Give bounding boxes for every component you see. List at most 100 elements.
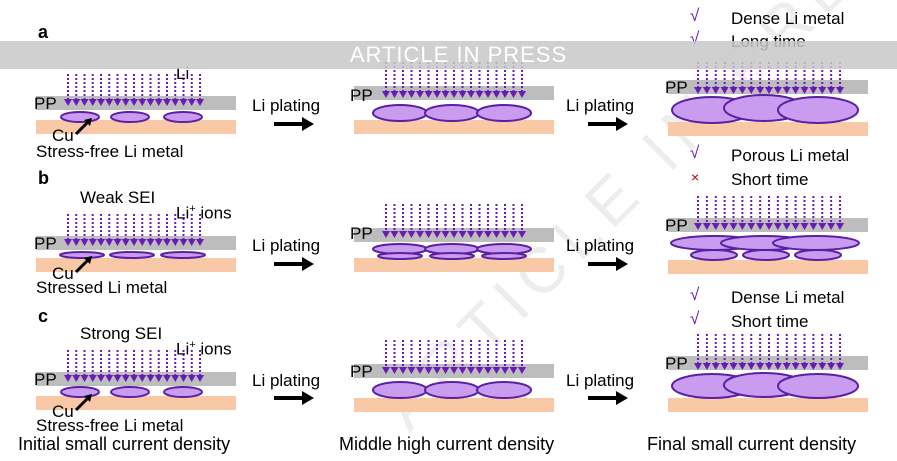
condition-label-b: Stressed Li metal	[36, 278, 168, 297]
outcome-a1-symbol: √	[690, 6, 700, 25]
ion-arrow-b3-head	[702, 223, 711, 230]
ion-arrow-a2-head	[492, 91, 501, 98]
li-under-b2-1	[377, 252, 423, 260]
ion-arrow-a1-head	[64, 99, 72, 106]
ion-arrow-b3-head	[756, 223, 765, 230]
banner-text: ARTICLE IN PRESS	[349, 42, 568, 67]
li-deposit-a2-2	[424, 104, 480, 122]
ion-arrow-c3-head	[800, 363, 809, 370]
ion-arrow-c1-head	[121, 375, 130, 382]
ion-arrow-b3-head	[765, 223, 773, 230]
ion-arrow-b1-head	[163, 239, 171, 246]
ion-arrow-a3-head	[711, 87, 720, 94]
ion-arrow-a1-head	[138, 99, 147, 106]
ion-arrow-a3-head	[818, 87, 827, 94]
li-deposit-a3-3	[777, 96, 859, 124]
li-deposit-a2-1	[372, 104, 428, 122]
plating-arrow-a1-head	[302, 117, 314, 131]
ion-arrow-a3-head	[827, 87, 836, 94]
li-deposit-b1-2	[109, 251, 155, 259]
sei-label-c: Strong SEI	[80, 324, 163, 343]
ion-arrow-b2-head	[501, 231, 509, 238]
ion-arrow-c1-head	[113, 375, 122, 382]
li-plating-label-b1: Li plating	[252, 236, 321, 255]
ion-arrow-c2-head	[475, 367, 484, 374]
ion-arrow-a1-head	[187, 99, 196, 106]
ion-arrow-b1-head	[154, 239, 163, 246]
ion-arrow-c2-head	[416, 367, 424, 374]
cu-label-a: Cu	[52, 126, 74, 145]
cell-b1-separator	[36, 236, 236, 250]
ion-arrow-c3-head	[818, 363, 827, 370]
plating-arrow-b1-head	[302, 257, 314, 271]
ion-arrow-a3-head	[747, 87, 756, 94]
cu-pointer-a-head	[84, 118, 92, 126]
ion-arrow-a3-head	[720, 87, 729, 94]
ion-arrow-b1-head	[64, 239, 72, 246]
ion-arrow-a1-head	[80, 99, 89, 106]
ion-arrow-c2-head	[399, 367, 407, 374]
ion-arrow-b2-head	[509, 231, 518, 238]
ion-arrow-a2-head	[509, 91, 518, 98]
li-deposit-c2-2	[424, 381, 480, 399]
ion-arrow-a1-head	[105, 99, 114, 106]
li-deposit-c1-1	[60, 386, 100, 398]
ion-arrow-b3-head	[809, 223, 818, 230]
cu-label-c: Cu	[52, 402, 74, 421]
ion-arrow-a2-head	[441, 91, 450, 98]
outcome-c1-symbol: √	[690, 285, 700, 304]
ion-arrow-a3-head	[800, 87, 809, 94]
ion-arrow-c2-head	[492, 367, 501, 374]
li-plating-label-b2: Li plating	[566, 236, 635, 255]
outcome-c2-text: Short time	[731, 312, 809, 331]
ion-arrow-a2-head	[382, 91, 390, 98]
ion-arrow-a3-head	[694, 87, 702, 94]
ion-arrow-b1-head	[72, 239, 81, 246]
ion-arrow-b3-head	[747, 223, 756, 230]
ion-arrow-a2-head	[467, 91, 475, 98]
cell-a1-separator	[36, 96, 236, 110]
ion-arrow-b2-head	[390, 231, 399, 238]
cell-b3-copper	[668, 260, 868, 274]
ion-arrow-a3-head	[782, 87, 791, 94]
ion-arrow-a1-head	[146, 99, 155, 106]
ion-arrow-b2-head	[424, 231, 433, 238]
ion-arrow-a3-head	[738, 87, 747, 94]
li-under-b3-3	[794, 249, 842, 261]
ion-arrow-b1-head	[97, 239, 105, 246]
ion-arrow-c3-head	[747, 363, 756, 370]
ion-arrow-c3-head	[827, 363, 836, 370]
ion-arrow-a2-head	[407, 91, 416, 98]
ion-arrow-a2-head	[458, 91, 467, 98]
ion-arrow-c1-head	[179, 375, 188, 382]
ion-arrow-a1-head	[171, 99, 180, 106]
ion-arrow-a2-head	[424, 91, 433, 98]
ion-arrow-b3-head	[694, 223, 702, 230]
ion-arrow-b2-head	[433, 231, 441, 238]
li-plating-label-a1: Li plating	[252, 96, 321, 115]
condition-label-c: Stress-free Li metal	[36, 416, 184, 435]
ion-arrow-b1-head	[88, 239, 97, 246]
ion-arrow-b3-head	[818, 223, 827, 230]
li-deposit-a1-3	[163, 111, 203, 123]
li-deposit-b1-3	[160, 251, 206, 259]
li-deposit-c1-3	[163, 386, 203, 398]
ion-arrow-b3-head	[738, 223, 747, 230]
ion-arrow-b3-head	[720, 223, 729, 230]
cell-c2-copper	[354, 398, 554, 412]
cell-a3-copper	[668, 122, 868, 136]
ion-arrow-b3-head	[773, 223, 782, 230]
ion-arrow-a3-head	[791, 87, 800, 94]
panel-label-c: c	[38, 306, 49, 326]
ion-arrow-c3-head	[791, 363, 800, 370]
ion-arrow-c1-head	[130, 375, 138, 382]
ion-arrow-a1-head	[130, 99, 138, 106]
li-plating-label-a2: Li plating	[566, 96, 635, 115]
plating-arrow-c2-head	[616, 391, 628, 405]
ion-arrow-c1-head	[146, 375, 155, 382]
ion-arrow-c1-head	[80, 375, 89, 382]
plating-arrow-b2-head	[616, 257, 628, 271]
cell-c1-separator	[36, 372, 236, 386]
li-plating-label-c1: Li plating	[252, 371, 321, 390]
ion-arrow-a2-head	[518, 91, 526, 98]
